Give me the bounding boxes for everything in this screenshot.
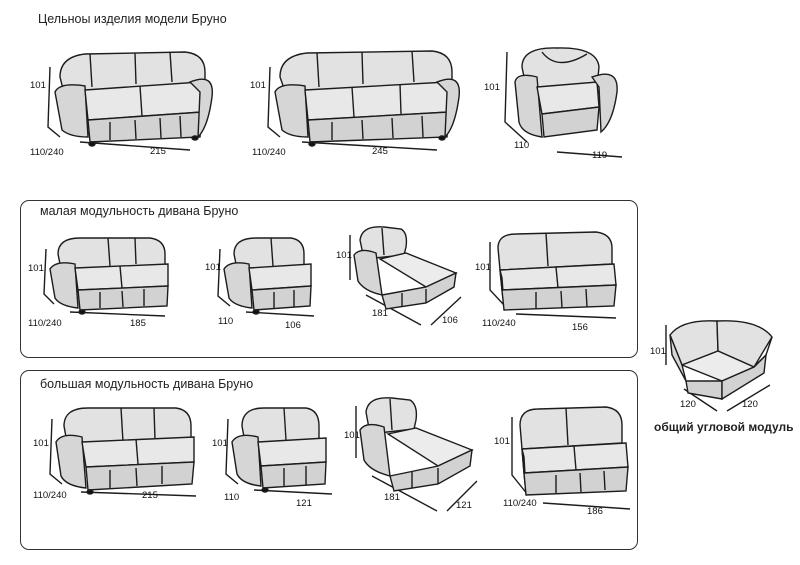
height-label: 101	[494, 436, 510, 447]
depth-label: 110	[218, 316, 234, 327]
large-modularity-title: большая модульность дивана Бруно	[40, 377, 254, 391]
depth-label: 110/240	[482, 318, 516, 329]
height-label: 101	[33, 438, 49, 449]
depth-label: 110/240	[252, 147, 286, 158]
height-label: 101	[344, 430, 360, 441]
height-label: 101	[336, 250, 352, 261]
height-label: 101	[30, 80, 46, 91]
depth-label: 110/240	[33, 490, 67, 501]
module-2-seat-215-drawing	[49, 407, 197, 497]
width-label: 119	[592, 150, 608, 161]
sofa-3-seat-245-drawing	[267, 50, 461, 151]
depth-label: 110	[514, 140, 530, 151]
module-1-seat-106-drawing	[217, 237, 315, 317]
depth-label: 181	[384, 492, 400, 503]
width-label: 215	[150, 146, 166, 157]
height-label: 101	[484, 82, 500, 93]
sofa-3-seat-215-drawing	[47, 51, 214, 151]
width-label: 121	[456, 500, 472, 511]
corner-module-drawing	[665, 320, 773, 412]
height-label: 101	[250, 80, 266, 91]
module-2-seat-185-drawing	[43, 237, 169, 317]
height-label: 101	[212, 438, 228, 449]
height-label: 101	[205, 262, 221, 273]
armchair-119-drawing	[504, 47, 623, 158]
depth-label: 110/240	[30, 147, 64, 158]
width-label: 185	[130, 318, 146, 329]
depth-label: 110/240	[28, 318, 62, 329]
width-label: 106	[285, 320, 301, 331]
width-label: 120	[742, 399, 758, 410]
depth-label: 110/240	[503, 498, 537, 509]
width-label: 215	[142, 490, 158, 501]
module-chaise-181-121-drawing	[355, 397, 478, 512]
depth-label: 181	[372, 308, 388, 319]
module-2-seat-armless-186-drawing	[511, 406, 631, 510]
solid-products-title: Цельноы изделия модели Бруно	[38, 12, 227, 26]
module-1-seat-121-drawing	[225, 407, 333, 495]
height-label: 101	[650, 346, 666, 357]
width-label: 156	[572, 322, 588, 333]
module-2-seat-armless-156-drawing	[489, 231, 617, 319]
height-label: 101	[475, 262, 491, 273]
corner-module-caption: общий угловой модуль	[654, 420, 794, 434]
module-chaise-181-drawing	[349, 226, 462, 326]
height-label: 101	[28, 263, 44, 274]
depth-label: 110	[224, 492, 240, 503]
width-label: 121	[296, 498, 312, 509]
width-label: 245	[372, 146, 388, 157]
width-label: 106	[442, 315, 458, 326]
depth-label: 120	[680, 399, 696, 410]
small-modularity-title: малая модульность дивана Бруно	[40, 204, 239, 218]
width-label: 186	[587, 506, 603, 517]
